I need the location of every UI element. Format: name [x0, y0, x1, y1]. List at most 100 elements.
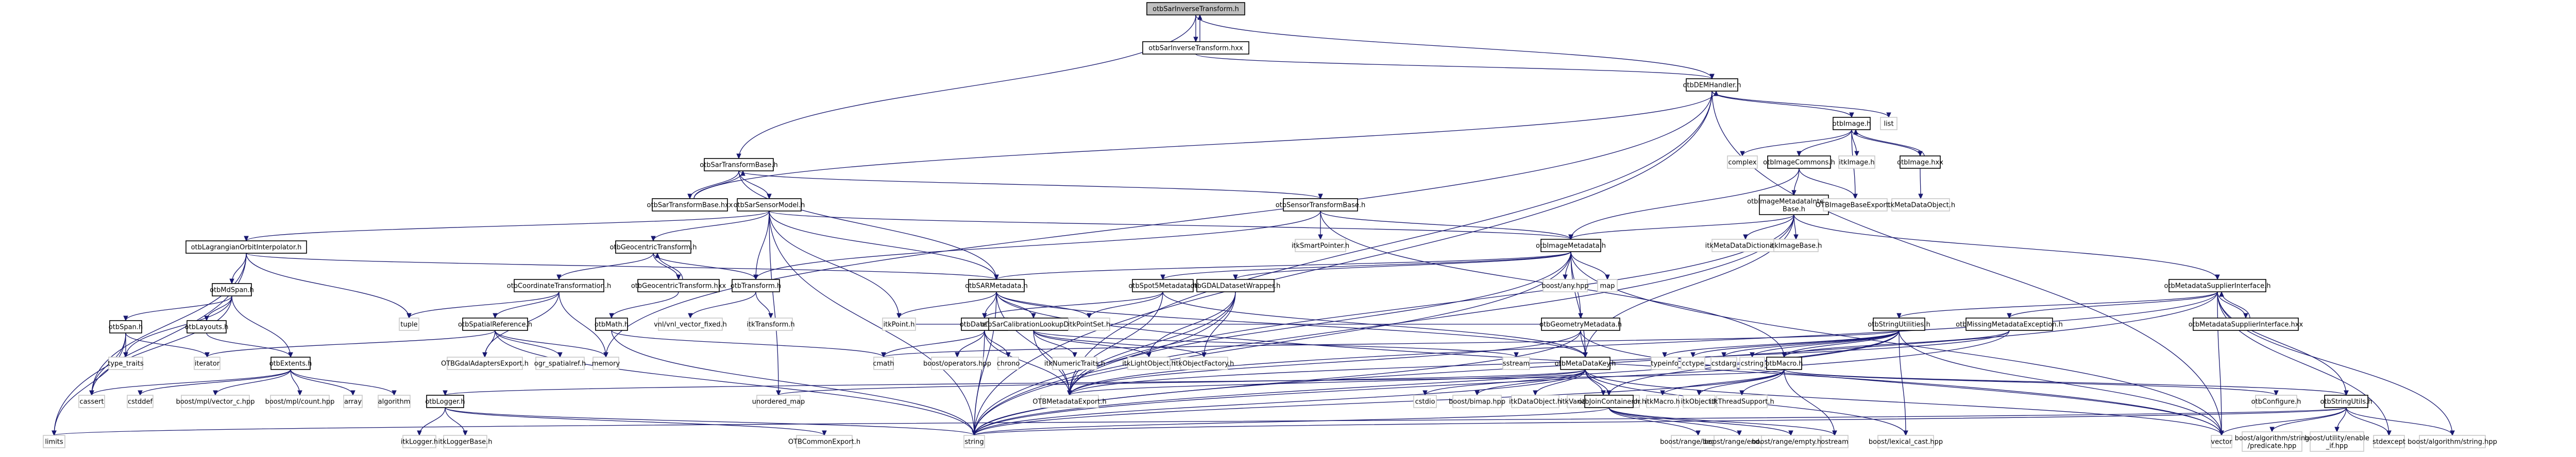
edge-n44-n64 — [1752, 330, 1900, 358]
internal-header-node[interactable]: otbExtents.h — [269, 357, 312, 370]
internal-header-node[interactable]: otbSarCalibrationLookupData.h — [981, 318, 1086, 331]
node-box — [1877, 435, 1934, 448]
arrowhead — [736, 153, 741, 160]
internal-header-node[interactable]: otbMetaDataKey.h — [1555, 357, 1616, 370]
arrowhead — [1791, 190, 1797, 196]
arrowhead — [406, 313, 412, 319]
node-box — [1597, 279, 1618, 292]
arrowhead — [1740, 151, 1745, 157]
internal-header-node[interactable]: otbLayouts.h — [185, 320, 229, 333]
internal-header-node[interactable]: otbSpan.h — [109, 320, 143, 333]
internal-header-node[interactable]: otbSarInverseTransform.hxx — [1142, 41, 1249, 55]
node-box — [1132, 279, 1194, 292]
arrowhead — [1201, 352, 1207, 358]
node-label: otbSarSensorModel.h — [734, 202, 805, 209]
edge-n41-n57 — [1033, 330, 1149, 358]
edge-n43-n89 — [974, 330, 1581, 436]
internal-header-node[interactable]: otbDEMHandler.h — [1683, 78, 1741, 92]
arrowhead — [2344, 390, 2349, 396]
edge-n49-n67 — [140, 369, 291, 396]
internal-header-node[interactable]: otbMdSpan.h — [210, 283, 254, 296]
node-box — [270, 395, 330, 408]
internal-header-node[interactable]: otbSarTransformBase.hxx — [647, 198, 733, 212]
arrowhead — [2007, 313, 2012, 319]
node-box — [181, 395, 250, 408]
node-box — [535, 357, 585, 370]
internal-header-node[interactable]: otbSpatialReference.h — [458, 318, 532, 331]
arrowhead — [1918, 151, 1923, 157]
edge-n84-n89 — [974, 407, 2347, 436]
edge-n35-n89 — [495, 330, 975, 436]
internal-header-node[interactable]: otbMetadataSupplierInterface.h — [2164, 279, 2271, 292]
edge-n0-n12 — [738, 14, 1196, 159]
external-header-node: memory — [592, 357, 620, 370]
edge-n44-n65 — [1784, 330, 1900, 358]
edge-n44-n63 — [1723, 330, 1900, 358]
internal-header-node[interactable]: otbGeocentricTransform.hxx — [631, 279, 726, 292]
node-box — [187, 320, 227, 333]
internal-header-node[interactable]: otbSensorTransformBase.h — [1276, 198, 1366, 212]
internal-header-node[interactable]: otbGeocentricTransform.h — [610, 240, 697, 254]
internal-header-node[interactable]: otbLagrangianOrbitInterpolator.h — [185, 240, 307, 254]
internal-header-node[interactable]: otbSARMetadata.h — [965, 279, 1028, 292]
internal-header-node[interactable]: otbMetadataSupplierInterface.hxx — [2189, 318, 2303, 331]
internal-header-node[interactable]: otbSarTransformBase.h — [700, 158, 778, 171]
edge-n84-n98 — [2346, 407, 2389, 436]
external-header-node: itkPoint.h — [882, 318, 916, 331]
internal-header-node[interactable]: otbStringUtils.h — [2320, 395, 2372, 408]
arrowhead — [443, 390, 448, 396]
node-box — [968, 279, 1025, 292]
external-header-node: itkMacro.h — [1645, 395, 1680, 408]
internal-header-node[interactable]: otbMissingMetadataException.h — [1956, 318, 2063, 331]
internal-header-node[interactable]: otbCoordinateTransformation.h — [507, 279, 611, 292]
edge-n44-n62 — [1692, 330, 1900, 358]
edge-n31-n66 — [91, 295, 232, 396]
internal-header-node[interactable]: otbLogger.h — [425, 395, 465, 408]
node-label: boost/mpl/vector_c.hpp — [176, 398, 255, 406]
internal-header-node[interactable]: otbGDALDatasetWrapper.h — [1191, 279, 1281, 292]
edge-n45-n65 — [1784, 330, 2010, 358]
node-label: otbGeocentricTransform.h — [610, 244, 697, 252]
node-label: otbDEMHandler.h — [1683, 82, 1741, 90]
arrowhead — [1662, 352, 1667, 358]
external-header-node: itkMetaDataObject.h — [1886, 198, 1955, 212]
internal-header-node[interactable]: otbImage.hxx — [1897, 155, 1943, 169]
internal-header-node[interactable]: otbSarSensorModel.h — [734, 198, 805, 212]
arrowhead — [2450, 430, 2455, 436]
internal-header-node[interactable]: otbStringUtilities.h — [1868, 318, 1930, 331]
node-box — [1502, 357, 1530, 370]
node-box — [2168, 279, 2266, 292]
internal-header-node[interactable]: otbSpot5Metadata.h — [1128, 279, 1197, 292]
node-box — [737, 198, 802, 212]
arrowhead — [493, 313, 498, 319]
node-box — [43, 435, 65, 448]
arrowhead — [1709, 74, 1715, 80]
node-box — [1880, 117, 1897, 130]
internal-header-node[interactable]: otbImageMetadata.h — [1536, 239, 1606, 252]
node-label: sstream — [1503, 360, 1530, 368]
node-label: ostream — [1821, 438, 1849, 446]
edge-n2-n95 — [1711, 91, 2222, 436]
edge-n14-n20 — [246, 210, 770, 241]
node-box — [1891, 198, 1950, 212]
node-box — [1823, 198, 1888, 212]
internal-header-node[interactable]: otbImageCommons.h — [1763, 155, 1835, 169]
edge-n13-n2 — [693, 91, 1717, 199]
internal-header-node[interactable]: otbMath.h — [595, 318, 629, 331]
edge-n60-n95 — [1585, 369, 2222, 436]
external-header-node: boost/range/end.hpp — [1704, 435, 1774, 448]
node-label: OTBGdalAdaptersExport.h — [441, 360, 529, 368]
internal-header-node[interactable]: otbTransform.h — [731, 279, 781, 292]
external-header-node: ostream — [1821, 435, 1849, 448]
node-box — [1560, 357, 1611, 370]
internal-header-node[interactable]: otbMacro.h — [1766, 357, 1803, 370]
edge-n32-n87 — [54, 332, 126, 436]
edge-n65-n84 — [1784, 369, 2347, 396]
edge-n27-n89 — [974, 291, 1236, 436]
root-file-node[interactable]: otbSarInverseTransform.h — [1146, 2, 1245, 15]
internal-header-node[interactable]: otbJoinContainer.h — [1578, 395, 1640, 408]
internal-header-node[interactable]: otbImage.h — [1833, 117, 1871, 130]
internal-header-node[interactable]: otbGeometryMetadata.h — [1539, 318, 1622, 331]
external-header-node: cstddef — [127, 395, 154, 408]
